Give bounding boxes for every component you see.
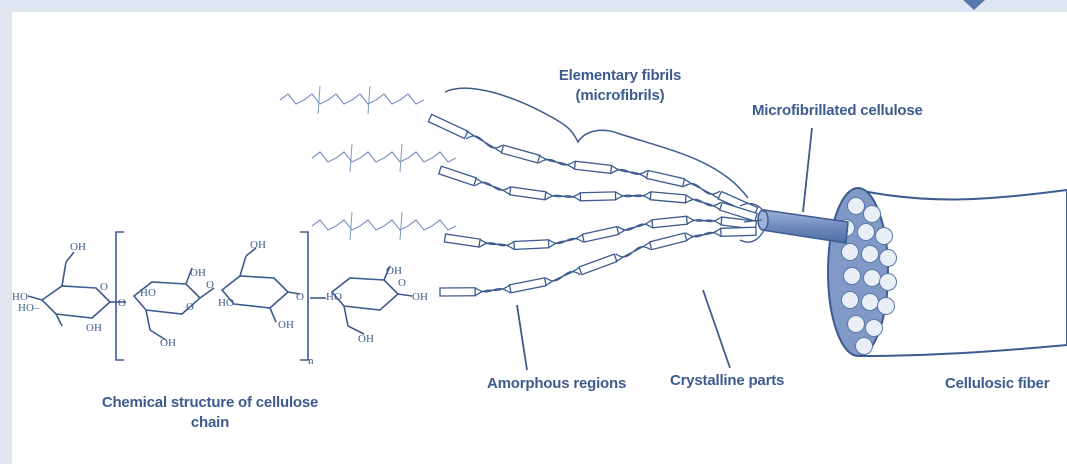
fiber-microfibril-circle: [848, 316, 865, 333]
corner-mark: [963, 0, 985, 10]
crystalline-segment: [650, 233, 687, 250]
atom-oh: OH: [386, 265, 402, 277]
amorphous-twist: [611, 165, 647, 178]
crystalline-segment: [652, 216, 687, 227]
chain-fragment-bracket: [318, 86, 370, 114]
chain-fragment: [312, 220, 456, 230]
atom-o: O: [100, 281, 108, 293]
atom-o: O: [206, 279, 214, 291]
leader-crystalline: [703, 290, 730, 368]
label-elementary-fibrils-line1: Elementary fibrils: [545, 66, 695, 86]
cellulose-chain-fragments: [280, 86, 456, 240]
fiber-microfibril-circle: [848, 198, 865, 215]
fiber-microfibril-circle: [864, 270, 881, 287]
crystalline-segment: [428, 114, 468, 138]
fiber-microfibril-circle: [880, 274, 897, 291]
atom-oh: OH: [278, 319, 294, 331]
crystalline-segment: [501, 145, 539, 163]
atom-oh: OH: [86, 322, 102, 334]
atom-ho: HO: [140, 287, 156, 299]
amorphous-twist: [549, 234, 584, 248]
crystalline-segment: [444, 234, 480, 247]
fiber-microfibril-circle: [864, 206, 881, 223]
atom-oh: OH: [412, 291, 428, 303]
label-elementary-fibrils-line2: (microfibrils): [545, 86, 695, 106]
fiber-microfibril-circle: [858, 224, 875, 241]
atom-ho: HO–: [18, 302, 40, 314]
label-chemical-structure-line2: chain: [80, 413, 340, 433]
amorphous-twist: [539, 155, 575, 169]
crystalline-segment: [574, 161, 611, 173]
fiber-microfibril-circle: [844, 268, 861, 285]
chain-fragment-bracket: [350, 212, 402, 240]
crystalline-segment: [579, 254, 617, 274]
amorphous-twist: [480, 239, 515, 249]
crystalline-segment: [514, 240, 549, 250]
fiber-microfibril-circle: [866, 320, 883, 337]
crystalline-segment: [582, 227, 618, 242]
label-elementary-fibrils: Elementary fibrils (microfibrils): [545, 66, 695, 106]
amorphous-twist: [466, 131, 502, 153]
atom-oh: OH: [160, 337, 176, 349]
label-cellulosic-fiber: Cellulosic fiber: [945, 374, 1049, 394]
elementary-fibril-strands: [428, 114, 764, 296]
atom-o: O: [296, 291, 304, 303]
amorphous-twist: [618, 220, 653, 235]
chain-fragment-bracket: [350, 144, 402, 172]
amorphous-twist: [545, 267, 580, 286]
amorphous-twist: [684, 179, 720, 200]
repeat-index-n: n: [308, 355, 314, 367]
crystalline-segment: [650, 192, 686, 203]
fiber-microfibril-circle: [862, 246, 879, 263]
atom-o: O: [118, 297, 126, 309]
amorphous-twist: [686, 228, 721, 241]
fiber-microfibril-circle: [876, 228, 893, 245]
label-amorphous-regions: Amorphous regions: [487, 374, 626, 394]
label-chemical-structure-line1: Chemical structure of cellulose: [80, 393, 340, 413]
crystalline-segment: [509, 278, 546, 293]
microfibrillated-cellulose-rod: [758, 210, 848, 243]
fiber-microfibril-circle: [880, 250, 897, 267]
fiber-microfibril-circle: [842, 244, 859, 261]
chain-fragment: [280, 94, 424, 104]
crystalline-segment: [580, 192, 615, 201]
cellulosic-fiber: [828, 188, 1067, 356]
atom-o: O: [398, 277, 406, 289]
amorphous-twist: [475, 178, 510, 195]
chemical-structure-atom-labels: OH HO HO– OH O O HO OH OH O O OH HO OH O…: [12, 239, 428, 367]
chain-fragment: [312, 152, 456, 162]
atom-oh: OH: [70, 241, 86, 253]
fiber-microfibril-circle: [856, 338, 873, 355]
leader-microfibrillated: [803, 128, 812, 212]
crystalline-segment: [440, 288, 475, 296]
crystalline-segment: [439, 166, 477, 185]
atom-ho: HO: [326, 291, 342, 303]
atom-oh: OH: [358, 333, 374, 345]
crystalline-segment: [646, 171, 684, 187]
label-microfibrillated-cellulose: Microfibrillated cellulose: [752, 101, 923, 121]
crystalline-segment: [510, 187, 546, 200]
leader-amorphous: [517, 305, 527, 370]
fiber-microfibril-circle: [862, 294, 879, 311]
amorphous-twist: [545, 192, 580, 201]
crystalline-segment: [721, 227, 756, 236]
amorphous-twist: [616, 242, 651, 262]
atom-ho: HO: [218, 297, 234, 309]
fiber-microfibril-circle: [842, 292, 859, 309]
atom-oh: OH: [250, 239, 266, 251]
amorphous-twist: [475, 285, 510, 296]
amorphous-twist: [687, 216, 722, 225]
fiber-microfibril-circle: [878, 298, 895, 315]
atom-oh: OH: [190, 267, 206, 279]
atom-o: O: [186, 301, 194, 313]
label-chemical-structure: Chemical structure of cellulose chain: [80, 393, 340, 433]
amorphous-twist: [616, 192, 651, 200]
label-crystalline-parts: Crystalline parts: [670, 371, 784, 391]
